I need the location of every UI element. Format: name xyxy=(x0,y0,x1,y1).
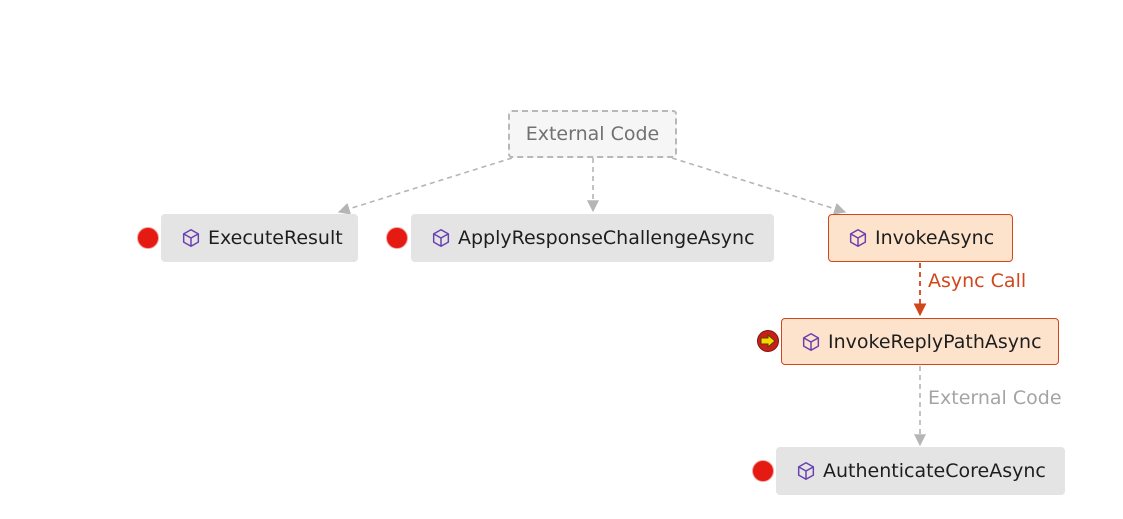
node-invokeasync-label: InvokeAsync xyxy=(875,227,995,249)
external-code-node[interactable]: External Code xyxy=(508,110,677,158)
cube-icon xyxy=(182,229,200,247)
node-authenticatecoreasync[interactable]: AuthenticateCoreAsync xyxy=(776,447,1065,495)
cube-icon xyxy=(802,332,820,351)
breakpoint-executeresult-icon[interactable] xyxy=(137,227,159,249)
breakpoint-applyresponse-icon[interactable] xyxy=(386,227,408,249)
edge-external-to-executeresult xyxy=(337,157,513,215)
node-invokereplypathasync[interactable]: InvokeReplyPathAsync xyxy=(781,318,1059,365)
cube-icon xyxy=(797,462,815,480)
cube-icon xyxy=(432,229,450,247)
breakpoint-authenticate-icon[interactable] xyxy=(752,460,774,482)
node-invokeasync[interactable]: InvokeAsync xyxy=(828,214,1013,262)
edge-external-to-invokeasync xyxy=(671,157,847,215)
arrow-right-icon xyxy=(760,334,776,348)
node-executeresult[interactable]: ExecuteResult xyxy=(161,214,358,262)
node-applyresponse-label: ApplyResponseChallengeAsync xyxy=(458,227,755,249)
edge-label-external-code: External Code xyxy=(928,387,1062,409)
node-invokereply-label: InvokeReplyPathAsync xyxy=(828,330,1042,353)
edge-label-async-call: Async Call xyxy=(928,270,1027,292)
current-statement-breakpoint-icon[interactable] xyxy=(757,330,779,352)
node-applyresponsechallengeasync[interactable]: ApplyResponseChallengeAsync xyxy=(411,214,774,262)
cube-icon xyxy=(849,229,867,247)
node-executeresult-label: ExecuteResult xyxy=(208,227,343,249)
node-authenticate-label: AuthenticateCoreAsync xyxy=(823,460,1046,482)
external-code-node-label: External Code xyxy=(525,123,660,145)
